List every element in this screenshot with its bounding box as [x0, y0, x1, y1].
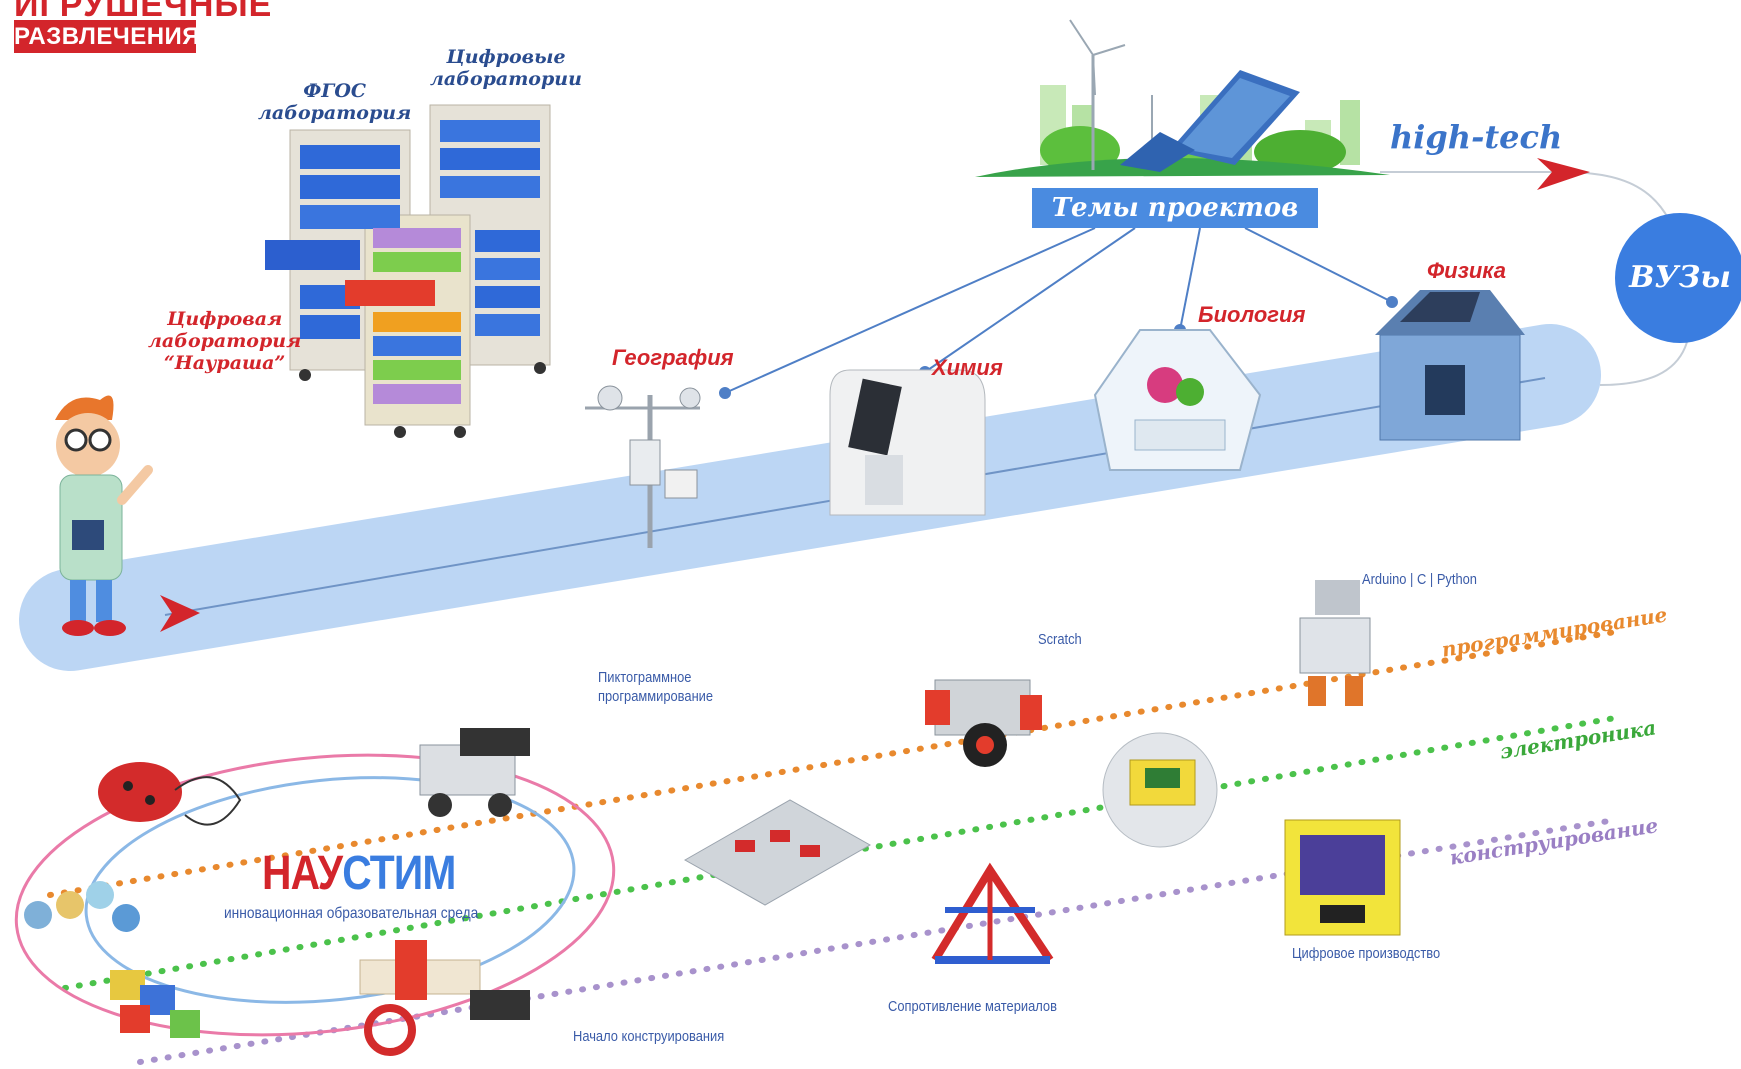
learning-road — [19, 324, 1601, 671]
fgos-lab-label: ФГОС лаборатория — [258, 80, 412, 124]
step-digital-production-label: Цифровое производство — [1292, 945, 1441, 962]
lab-cabinets-illustration — [265, 104, 551, 438]
breadboard-illustration — [683, 799, 872, 906]
digital-labs-label: Цифровые лаборатории — [430, 46, 582, 90]
truss-structure-illustration — [931, 862, 1054, 964]
step-start-construct-label: Начало конструирования — [573, 1028, 725, 1045]
project-topics-box: Темы проектов — [1032, 188, 1318, 228]
subject-physics-label: Физика — [1427, 258, 1506, 283]
step-arduino-label: Arduino | C | Python — [1362, 571, 1477, 588]
button-blocks-illustration — [24, 881, 140, 932]
humanoid-robot-illustration — [1299, 580, 1371, 706]
colored-blocks-illustration — [110, 970, 200, 1038]
biology-greenhouse-illustration — [1093, 329, 1262, 471]
construction-vehicle-illustration — [359, 940, 530, 1056]
ladybug-robot-illustration — [98, 762, 242, 826]
logo-bottom-word: РАЗВЛЕЧЕНИЯ — [14, 20, 200, 53]
naustim-part2: СТИМ — [342, 847, 456, 900]
electronics-board-illustration — [1102, 732, 1218, 848]
naustim-outer-ring — [14, 753, 616, 1037]
step-pictogram-label: Пиктограммное программирование — [598, 669, 714, 705]
brand-logo: ИГРУШЕЧНЫЕ РАЗВЛЕЧЕНИЯ — [14, 0, 271, 53]
subject-biology-label: Биология — [1198, 302, 1306, 327]
green-city-illustration — [975, 19, 1390, 177]
3d-printer-illustration — [1284, 819, 1401, 936]
naustim-subtitle: инновационная образовательная среда — [224, 905, 479, 922]
naustim-part1: НАУ — [262, 847, 343, 900]
high-tech-arrow-icon — [1537, 158, 1590, 190]
step-materials-label: Сопротивление материалов — [888, 998, 1057, 1015]
weather-station-illustration — [585, 385, 701, 548]
scratch-robot-illustration — [925, 679, 1042, 767]
road-arrow-icon — [160, 595, 200, 632]
naustim-title: НАУСТИМ — [262, 846, 456, 901]
scientist-character-illustration — [55, 395, 153, 636]
physics-solar-house-illustration — [1375, 290, 1525, 441]
universities-circle: ВУЗы — [1615, 213, 1741, 343]
naustim-inner-ring — [84, 776, 576, 1004]
subject-chemistry-label: Химия — [932, 355, 1003, 380]
chemistry-lab-illustration — [829, 369, 986, 516]
subject-geography-label: География — [612, 345, 734, 370]
starter-robot-illustration — [419, 728, 530, 817]
step-scratch-label: Scratch — [1038, 631, 1082, 648]
naurasha-lab-label: Цифровая лаборатория “Наураша” — [148, 308, 302, 374]
high-tech-label: high-tech — [1390, 118, 1563, 156]
programming-track — [47, 629, 1618, 898]
